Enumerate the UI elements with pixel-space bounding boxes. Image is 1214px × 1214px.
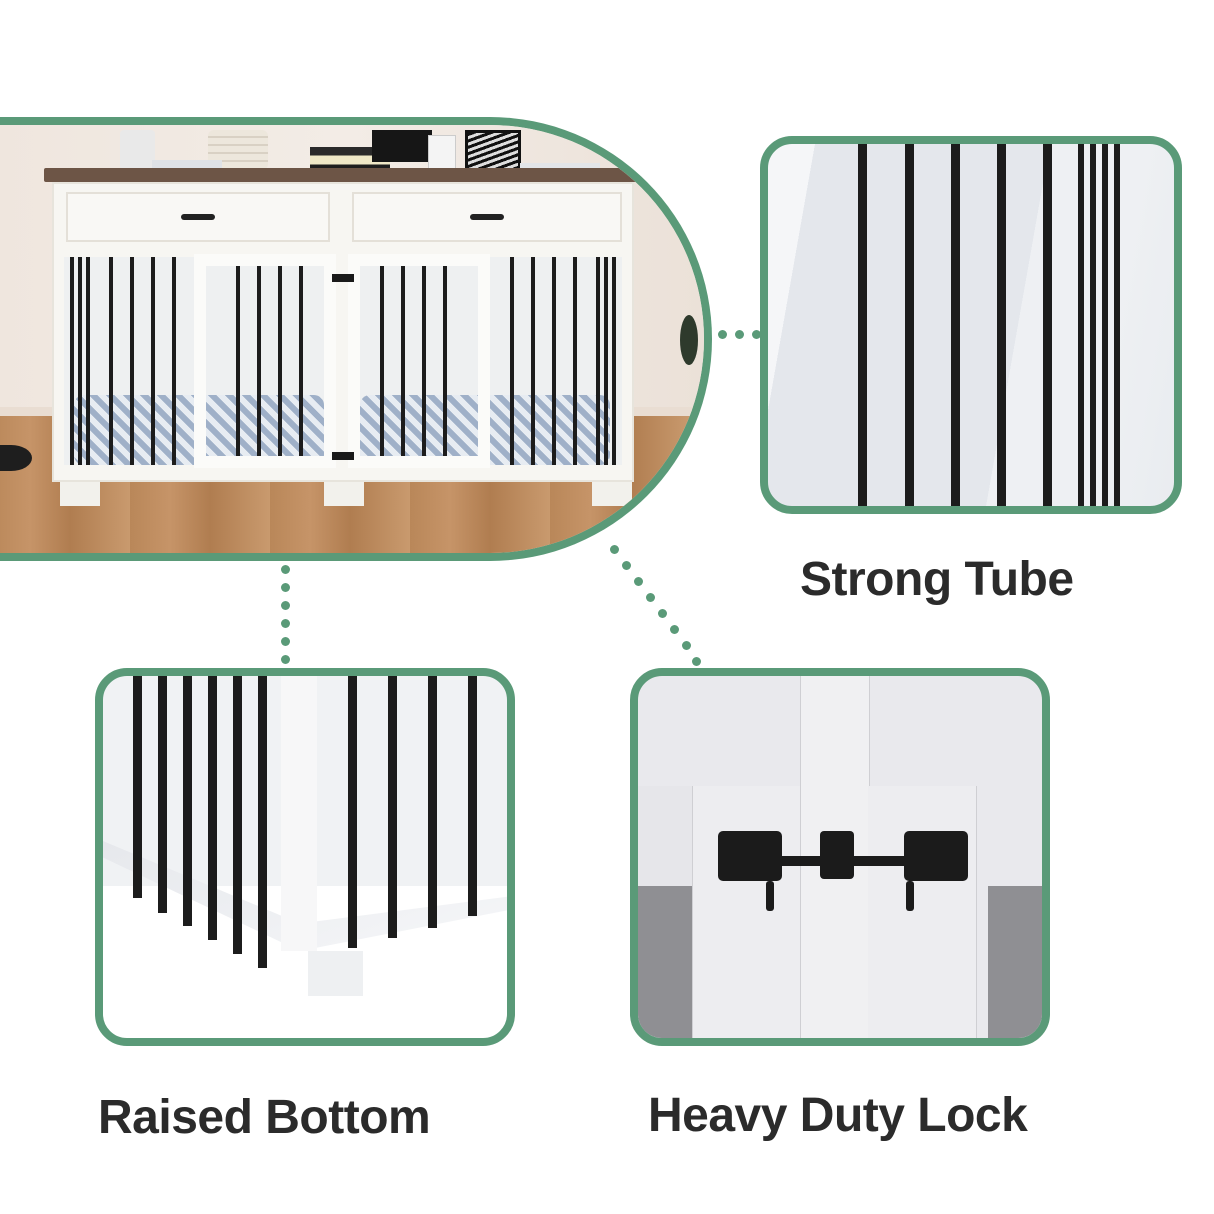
leg: [60, 482, 100, 506]
shadow-left: [638, 886, 692, 1038]
door-panel-left: [638, 786, 692, 886]
picture-frame: [465, 130, 521, 174]
cabinet-body: [52, 182, 634, 482]
bars: [103, 676, 507, 1038]
door-right: [348, 254, 490, 468]
door-left: [194, 254, 336, 468]
feature-image-raised-bottom: [95, 668, 515, 1046]
lock-plate-right: [904, 831, 968, 881]
door-stile-right: [868, 786, 977, 1038]
drawer-right: [352, 192, 622, 242]
lock-pin-right: [906, 881, 914, 911]
mug: [428, 135, 456, 173]
lamp-base: [0, 445, 32, 471]
drawer-left: [66, 192, 330, 242]
latch-top: [332, 274, 354, 282]
leg: [592, 482, 632, 506]
hero-product-image: [0, 117, 712, 561]
feature-label-strong-tube: Strong Tube: [800, 553, 1074, 606]
vase: [120, 130, 155, 170]
lock-pin-left: [766, 881, 774, 911]
corner-post: [281, 676, 317, 951]
leg: [324, 482, 364, 506]
door-stile-left: [692, 786, 801, 1038]
frame: [372, 130, 432, 162]
plant-leaf: [680, 315, 698, 365]
raised-foot: [308, 951, 363, 996]
cabinet-top: [44, 168, 642, 182]
drawer-handle: [470, 214, 504, 220]
feature-label-raised-bottom: Raised Bottom: [98, 1091, 431, 1144]
lock-plate-left: [718, 831, 782, 881]
bars: [350, 257, 622, 465]
feature-label-heavy-duty-lock: Heavy Duty Lock: [648, 1089, 1028, 1142]
lock-plate-center: [820, 831, 854, 879]
kennel-cabinet: [44, 168, 642, 506]
shadow-right: [988, 886, 1042, 1038]
drawer-handle: [181, 214, 215, 220]
feature-image-heavy-duty-lock: [630, 668, 1050, 1046]
metal-tubes: [768, 144, 1174, 506]
feature-image-strong-tube: [760, 136, 1182, 514]
latch-bottom: [332, 452, 354, 460]
bars: [64, 257, 334, 465]
